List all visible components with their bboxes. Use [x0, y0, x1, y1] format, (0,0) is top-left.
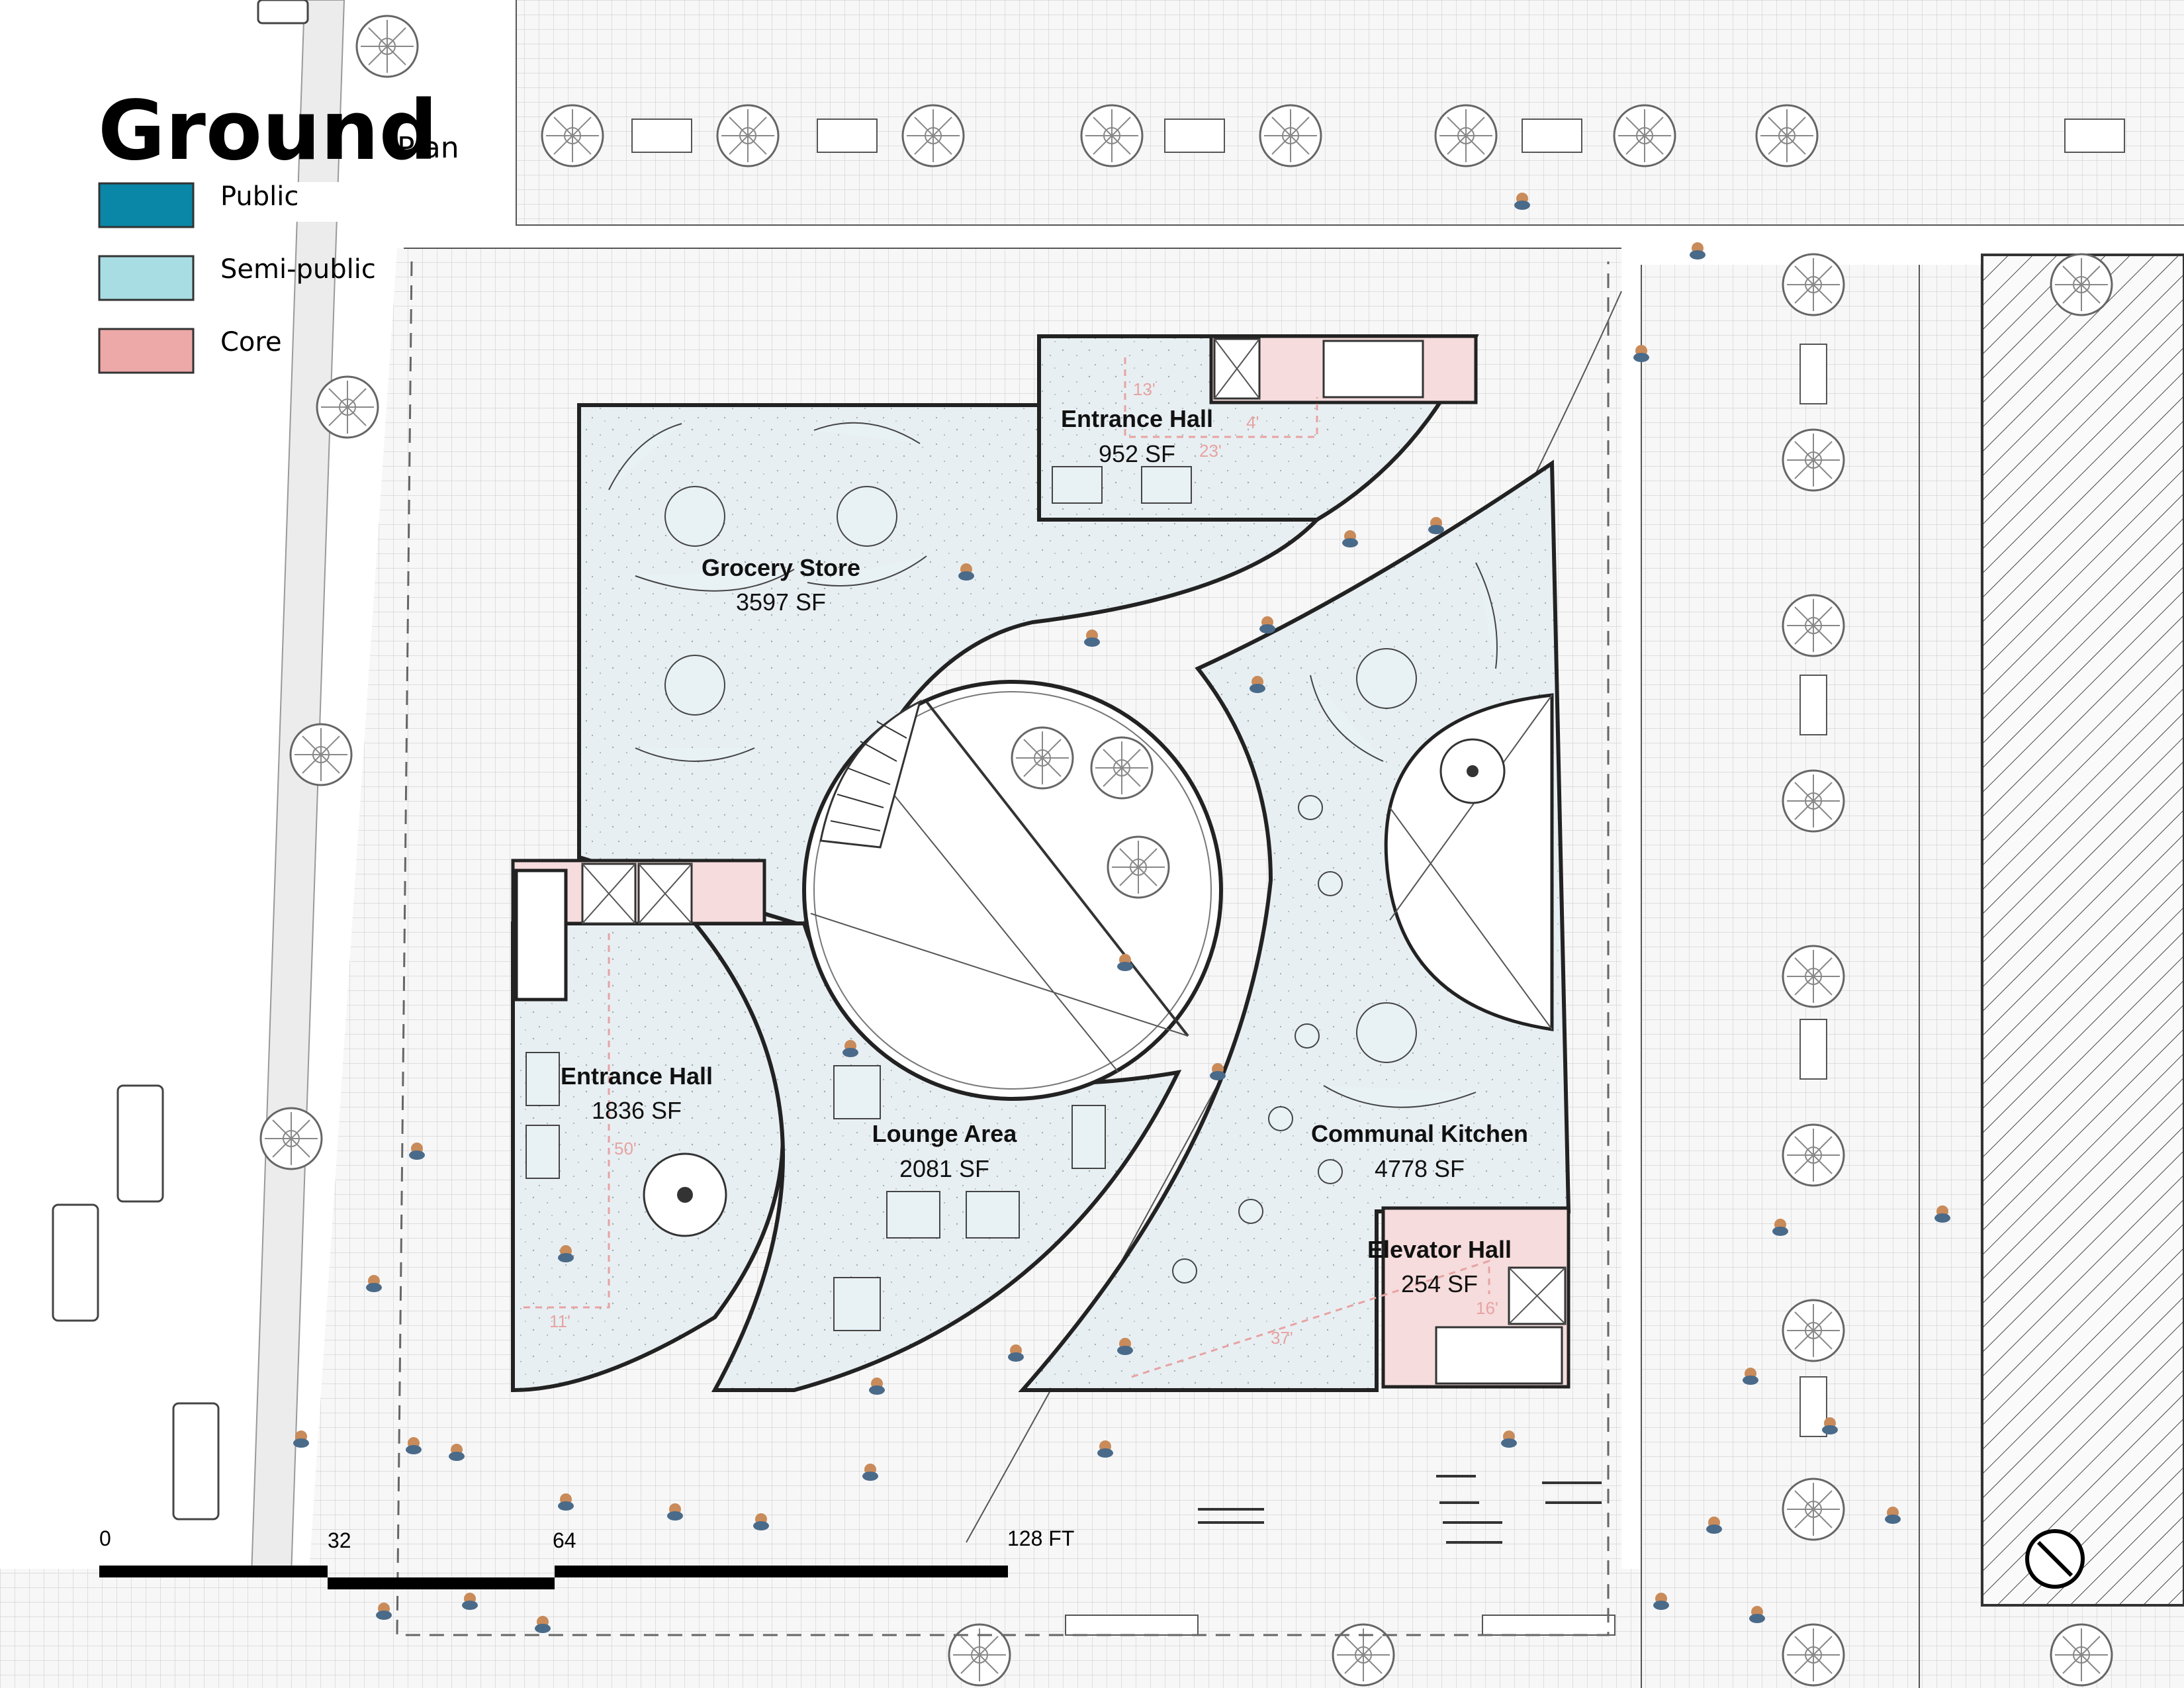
- dimension-label: 23': [1199, 441, 1222, 461]
- room-name-elevator-hall: Elevator Hall: [1367, 1236, 1512, 1263]
- legend-swatch-core: [98, 328, 195, 374]
- dimension-lines: [520, 357, 1490, 1378]
- room-name-grocery-store: Grocery Store: [702, 554, 860, 581]
- legend-swatch-public: [98, 182, 195, 228]
- dimension-label: 4': [1246, 412, 1259, 432]
- room-area-grocery-store: 3597 SF: [736, 588, 826, 616]
- room-name-entrance-hall-west: Entrance Hall: [561, 1062, 713, 1090]
- scale-tick-128: 128 FT: [1007, 1526, 1074, 1550]
- dimension-label: 11': [549, 1311, 570, 1331]
- legend-label-public: Public: [220, 181, 298, 212]
- legend-label-core: Core: [220, 327, 282, 357]
- room-area-lounge-area: 2081 SF: [899, 1155, 989, 1182]
- room-area-communal-kitchen: 4778 SF: [1375, 1155, 1465, 1182]
- communal-kitchen-zone: [1018, 459, 1571, 1392]
- street-benches: [631, 118, 2125, 1636]
- scale-tick-64: 64: [553, 1528, 576, 1552]
- dimension-label: 13': [1133, 379, 1156, 399]
- dimension-label: 50': [614, 1139, 637, 1158]
- parked-cars: [52, 0, 309, 1521]
- room-name-lounge-area: Lounge Area: [872, 1120, 1018, 1147]
- room-name-entrance-hall-north: Entrance Hall: [1061, 405, 1213, 432]
- stair-icon: [819, 700, 922, 849]
- dimension-label: 37': [1271, 1328, 1293, 1348]
- north-arrow-icon: [2025, 1529, 2085, 1589]
- dimension-labels: 13' 4' 23' 50' 11' 16' 37': [549, 379, 1498, 1348]
- building: [511, 334, 1571, 1393]
- spiral-stair-icon: [643, 738, 1506, 1237]
- plan-title: Ground: [98, 83, 437, 179]
- legend-label-semi-public: Semi-public: [220, 254, 376, 285]
- adjacent-building: [1981, 254, 2184, 1607]
- dimension-label: 16': [1476, 1298, 1498, 1318]
- room-name-communal-kitchen: Communal Kitchen: [1311, 1120, 1528, 1147]
- core-zones: [511, 334, 1570, 1389]
- room-area-entrance-hall-west: 1836 SF: [592, 1097, 682, 1124]
- title-block: Ground Plan: [98, 83, 459, 179]
- plan-subtitle: Plan: [397, 131, 459, 165]
- scale-tick-32: 32: [328, 1528, 351, 1552]
- room-area-elevator-hall: 254 SF: [1401, 1270, 1478, 1297]
- scale-bar: 0 32 64 128 FT: [99, 1526, 1074, 1589]
- scale-tick-0: 0: [99, 1526, 111, 1550]
- legend-swatch-semi-public: [98, 255, 195, 301]
- property-line: [396, 261, 1610, 1636]
- bike-racks: [1198, 1475, 1602, 1544]
- furniture: [525, 422, 1498, 1331]
- room-area-entrance-hall-north: 952 SF: [1099, 440, 1175, 467]
- legend: Public Semi-public Core: [98, 181, 376, 374]
- room-labels: Entrance Hall 952 SF Grocery Store 3597 …: [561, 405, 1528, 1297]
